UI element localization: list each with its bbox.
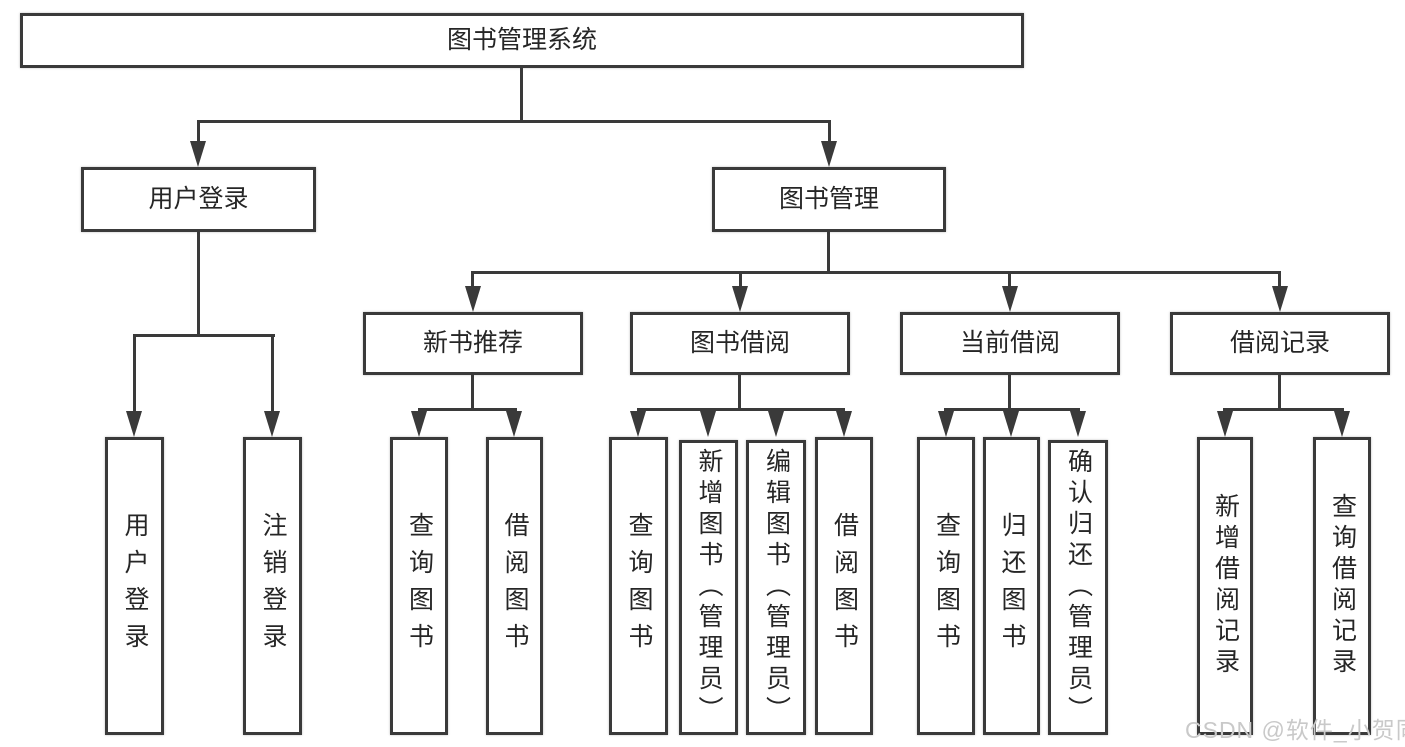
node-new-books-label: 新书推荐 — [422, 329, 523, 357]
node-leaf-br-query: 查询借阅记录 — [1313, 437, 1371, 735]
connector-current-borrow-stem — [1008, 375, 1011, 411]
node-current-borrow: 当前借阅 — [900, 312, 1120, 375]
node-new-books: 新书推荐 — [363, 312, 583, 375]
node-book-borrow-label: 图书借阅 — [689, 329, 790, 357]
arrow-down-icon — [190, 141, 206, 167]
connector-book-borrow-stem — [738, 375, 741, 411]
node-user-login-label: 用户登录 — [148, 185, 249, 213]
node-leaf-logout-label: 注销登录 — [259, 512, 287, 660]
node-book-mgmt-label: 图书管理 — [778, 185, 879, 213]
arrow-down-icon — [1002, 286, 1018, 312]
connector-current-borrow-drop — [1008, 271, 1011, 288]
arrow-down-icon — [1070, 411, 1086, 437]
connector-current-borrow-split — [944, 408, 1080, 411]
node-leaf-nb-query: 查询图书 — [390, 437, 448, 735]
connector-login-drop — [133, 334, 136, 413]
node-book-borrow: 图书借阅 — [630, 312, 850, 375]
node-leaf-br-query-label: 查询借阅记录 — [1328, 493, 1357, 679]
arrow-down-icon — [506, 411, 522, 437]
node-leaf-nb-query-label: 查询图书 — [405, 512, 434, 660]
connector-borrow-records-split — [1223, 408, 1344, 411]
node-leaf-login: 用户登录 — [105, 437, 164, 735]
connector-book-borrow-split — [637, 408, 845, 411]
node-leaf-nb-borrow-label: 借阅图书 — [501, 512, 529, 660]
connector-new-books-split — [418, 408, 517, 411]
node-leaf-logout: 注销登录 — [243, 437, 302, 735]
node-root-label: 图书管理系统 — [446, 26, 597, 54]
node-leaf-br-add: 新增借阅记录 — [1197, 437, 1253, 735]
node-borrow-records: 借阅记录 — [1170, 312, 1390, 375]
connector-user-login-split — [133, 334, 275, 337]
node-leaf-bb-edit: 编辑图书（管理员） — [746, 440, 806, 735]
node-borrow-records-label: 借阅记录 — [1229, 329, 1330, 357]
node-leaf-bb-add-label: 新增图书（管理员） — [695, 448, 723, 727]
arrow-down-icon — [836, 411, 852, 437]
node-leaf-nb-borrow: 借阅图书 — [486, 437, 543, 735]
node-leaf-bb-query: 查询图书 — [609, 437, 668, 735]
connector-new-books-drop — [471, 271, 474, 288]
node-user-login: 用户登录 — [81, 167, 316, 232]
node-leaf-cb-return: 归还图书 — [983, 437, 1040, 735]
arrow-down-icon — [821, 141, 837, 167]
node-leaf-bb-query-label: 查询图书 — [625, 512, 653, 660]
connector-borrow-records-drop — [1278, 271, 1281, 288]
arrow-down-icon — [1003, 411, 1019, 437]
node-leaf-cb-query: 查询图书 — [917, 437, 975, 735]
node-leaf-bb-borrow-label: 借阅图书 — [830, 512, 859, 660]
connector-borrow-records-stem — [1278, 375, 1281, 411]
arrow-down-icon — [264, 411, 280, 437]
arrow-down-icon — [1334, 411, 1350, 437]
arrow-down-icon — [411, 411, 427, 437]
arrow-down-icon — [732, 286, 748, 312]
node-leaf-cb-confirm: 确认归还（管理员） — [1048, 440, 1108, 735]
node-current-borrow-label: 当前借阅 — [959, 329, 1060, 357]
arrow-down-icon — [126, 411, 142, 437]
connector-logout-drop — [271, 334, 274, 413]
node-leaf-bb-borrow: 借阅图书 — [815, 437, 873, 735]
node-leaf-br-add-label: 新增借阅记录 — [1211, 493, 1240, 679]
connector-new-books-stem — [471, 375, 474, 411]
node-leaf-login-label: 用户登录 — [121, 512, 149, 660]
connector-book-mgmt-split — [471, 271, 1281, 274]
arrow-down-icon — [700, 411, 716, 437]
arrow-down-icon — [1272, 286, 1288, 312]
arrow-down-icon — [1217, 411, 1233, 437]
connector-user-login-stem — [197, 232, 200, 336]
node-leaf-bb-edit-label: 编辑图书（管理员） — [762, 448, 791, 727]
connector-root-stem — [520, 68, 523, 122]
node-root: 图书管理系统 — [20, 13, 1024, 68]
connector-book-mgmt-stem — [827, 232, 830, 274]
csdn-watermark: CSDN @软件_小贺同学 — [1185, 717, 1405, 743]
connector-book-mgmt-drop — [828, 120, 831, 143]
connector-user-login-drop — [197, 120, 200, 143]
arrow-down-icon — [768, 411, 784, 437]
connector-book-borrow-drop — [739, 271, 742, 288]
node-leaf-cb-confirm-label: 确认归还（管理员） — [1064, 448, 1093, 727]
node-leaf-bb-add: 新增图书（管理员） — [679, 440, 738, 735]
node-leaf-cb-query-label: 查询图书 — [932, 512, 961, 660]
connector-root-split — [197, 120, 831, 123]
arrow-down-icon — [630, 411, 646, 437]
node-leaf-cb-return-label: 归还图书 — [998, 512, 1026, 660]
arrow-down-icon — [938, 411, 954, 437]
node-book-mgmt: 图书管理 — [712, 167, 946, 232]
arrow-down-icon — [465, 286, 481, 312]
